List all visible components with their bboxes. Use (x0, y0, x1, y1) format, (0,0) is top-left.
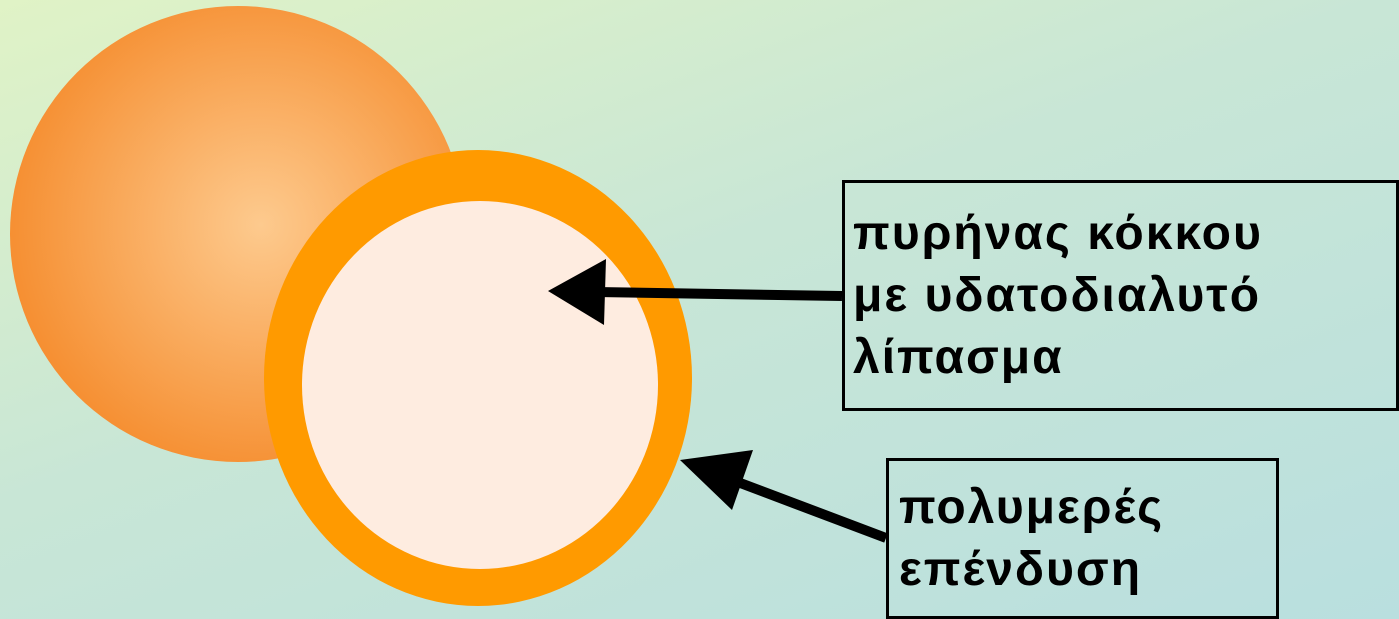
core-pointer-arrow (548, 259, 842, 325)
core-label-line-1: πυρήνας κόκκου (853, 203, 1396, 265)
coating-label-line-2: επένδυση (899, 539, 1276, 601)
granule-core (302, 201, 658, 569)
coating-label-line-1: πολυμερές (899, 477, 1276, 539)
core-label-line-2: με υδατοδιαλυτό (853, 265, 1396, 327)
core-label-box: πυρήνας κόκκου με υδατοδιαλυτό λίπασμα (842, 180, 1399, 411)
coating-label-box: πολυμερές επένδυση (886, 458, 1279, 619)
core-label-line-3: λίπασμα (853, 327, 1396, 389)
coating-pointer-arrow (680, 450, 886, 538)
